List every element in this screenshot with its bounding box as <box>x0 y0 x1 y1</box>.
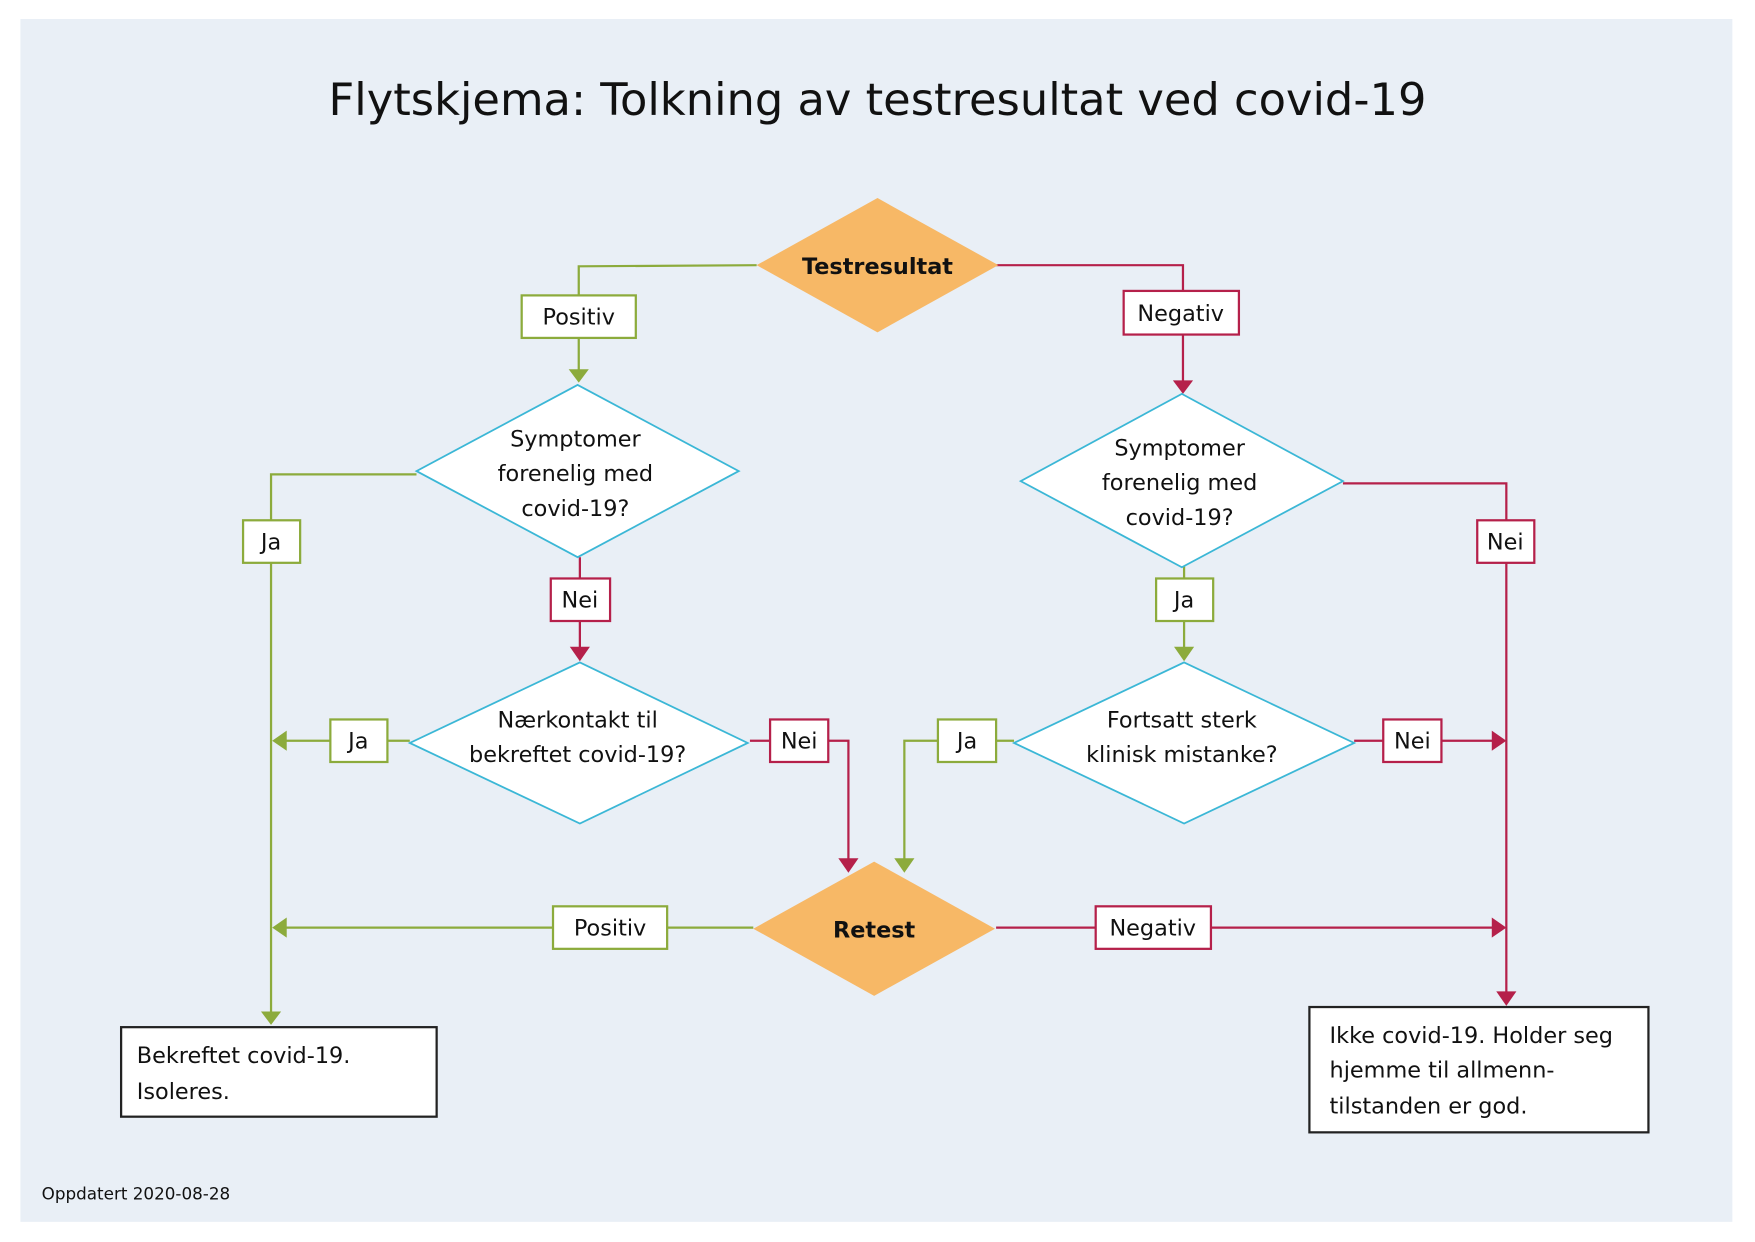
outcome-bekreftet: Bekreftet covid-19.Isoleres. <box>119 1026 438 1118</box>
label-ja-naer: Ja <box>329 718 389 764</box>
svg-text:Nei: Nei <box>781 729 818 755</box>
svg-text:Nei: Nei <box>562 588 599 614</box>
label-positiv-retest: Positiv <box>551 905 669 950</box>
label-nei-left: Nei <box>549 577 612 623</box>
node-testresultat: Testresultat <box>756 198 999 333</box>
svg-text:Positiv: Positiv <box>574 915 646 941</box>
node-retest: Retest <box>753 861 995 996</box>
svg-text:Ja: Ja <box>346 729 368 755</box>
label-nei-right: Nei <box>1476 519 1536 564</box>
label-nei-naer: Nei <box>768 718 830 764</box>
svg-text:Retest: Retest <box>833 918 916 944</box>
label-ja-fortsatt: Ja <box>936 718 998 764</box>
label-ja-right: Ja <box>1154 577 1215 623</box>
svg-text:Negativ: Negativ <box>1137 301 1224 327</box>
label-nei-fortsatt: Nei <box>1382 718 1443 764</box>
svg-text:Negativ: Negativ <box>1109 915 1196 941</box>
svg-text:Ja: Ja <box>955 729 977 755</box>
svg-text:Testresultat: Testresultat <box>802 254 953 280</box>
footer-updated: Oppdatert 2020-08-28 <box>42 1183 231 1203</box>
svg-text:Ja: Ja <box>259 529 281 555</box>
label-negativ-top: Negativ <box>1122 289 1241 336</box>
svg-text:Ja: Ja <box>1172 588 1194 614</box>
svg-text:Nei: Nei <box>1394 729 1431 755</box>
svg-text:Positiv: Positiv <box>543 304 615 330</box>
connectors <box>260 264 1517 1025</box>
label-positiv-top: Positiv <box>520 294 637 340</box>
title: Flytskjema: Tolkning av testresultat ved… <box>329 73 1427 126</box>
label-ja-left: Ja <box>241 519 302 564</box>
svg-text:Nei: Nei <box>1487 529 1524 555</box>
label-negativ-retest: Negativ <box>1094 905 1213 950</box>
svg-text:Bekreftet covid-19.Isoleres.: Bekreftet covid-19.Isoleres. <box>137 1043 351 1105</box>
